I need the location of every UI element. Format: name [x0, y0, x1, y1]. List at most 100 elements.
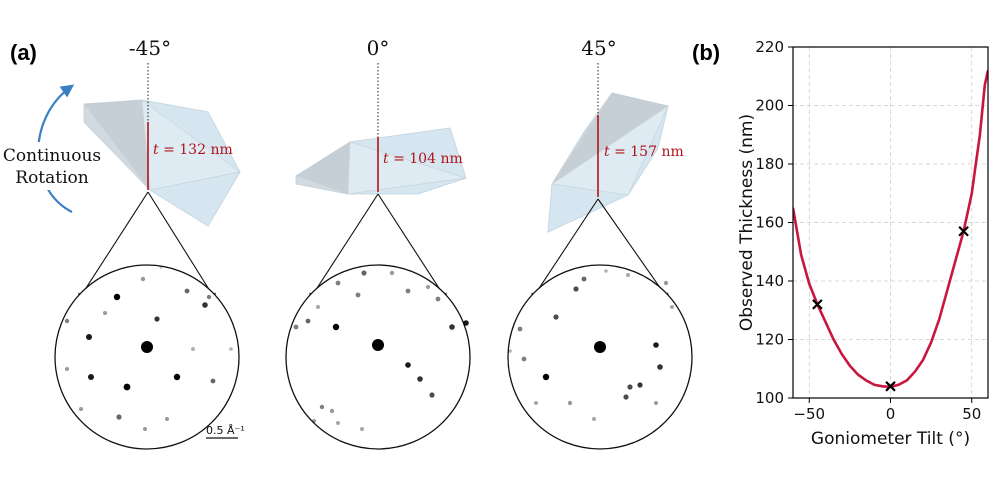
diffraction-spot — [573, 286, 579, 292]
crystal-view-3 — [507, 63, 693, 450]
diffraction-spot — [329, 408, 335, 414]
diffraction-pattern — [507, 264, 693, 450]
thickness-value: = 104 nm — [393, 151, 463, 167]
diffraction-spot — [319, 404, 325, 410]
diffraction-spot — [553, 314, 559, 320]
y-tick-label: 160 — [755, 214, 784, 232]
y-tick-label: 220 — [755, 38, 784, 56]
diffraction-spot — [372, 339, 384, 351]
diffraction-spot — [653, 342, 659, 348]
crystal-facet — [551, 105, 669, 196]
y-tick-label: 200 — [755, 97, 784, 115]
diffraction-pattern — [54, 264, 240, 450]
diffraction-spot — [663, 280, 669, 286]
panel-a-label: (a) — [10, 40, 37, 65]
diffraction-spot — [79, 407, 83, 411]
crystal-facet — [552, 93, 668, 184]
thickness-label-3: t = 157 nm — [604, 144, 684, 160]
zoom-arrow-left — [530, 198, 599, 301]
crystal-view-1 — [54, 63, 241, 450]
diffraction-spot — [116, 414, 122, 420]
diffraction-spot — [316, 305, 320, 309]
diffraction-spot — [103, 311, 107, 315]
measurement-marker — [958, 225, 969, 237]
diffraction-spot — [88, 374, 94, 380]
rotation-label: Continuous Rotation — [2, 145, 102, 189]
diffraction-spot — [405, 362, 411, 368]
x-tick-label: −50 — [793, 405, 825, 423]
diffraction-spot — [449, 324, 455, 330]
diffraction-spot — [210, 378, 216, 384]
rotation-label-line1: Continuous — [2, 146, 102, 166]
thickness-symbol: t — [153, 142, 159, 158]
diffraction-spot — [206, 294, 212, 300]
diffraction-spot — [184, 288, 190, 294]
diffraction-spot — [508, 349, 512, 353]
diffraction-spot — [534, 401, 538, 405]
crystal-facet — [552, 93, 612, 184]
diffraction-spot — [581, 276, 587, 282]
diffraction-spot — [592, 417, 596, 421]
diffraction-spot — [191, 347, 195, 351]
view-angle-label-3: 45° — [581, 36, 617, 60]
diffraction-spot — [594, 341, 606, 353]
diffraction-spot — [567, 400, 573, 406]
diffraction-spot — [405, 288, 411, 294]
thickness-value: = 157 nm — [614, 144, 684, 160]
thickness-value: = 132 nm — [163, 142, 233, 158]
y-tick-label: 120 — [755, 331, 784, 349]
crystal-view-2 — [285, 63, 471, 450]
crystal-facet — [84, 104, 150, 190]
thickness-label-1: t = 132 nm — [153, 142, 233, 158]
diffraction-spot — [159, 265, 163, 269]
diffraction-spot — [542, 373, 550, 381]
diffraction-spot — [335, 280, 341, 286]
y-tick-label: 140 — [755, 272, 784, 290]
crystal-facet — [141, 99, 241, 191]
diffraction-spot — [143, 427, 147, 431]
diffraction-spot — [389, 270, 395, 276]
diffraction-spot — [626, 273, 630, 277]
x-tick-label: 0 — [886, 405, 896, 423]
diffraction-spot — [670, 305, 674, 309]
diffraction-spot — [355, 292, 361, 298]
thickness-label-2: t = 104 nm — [383, 151, 463, 167]
diffraction-spot — [604, 269, 608, 273]
diffraction-spot — [657, 364, 663, 370]
thickness-symbol: t — [604, 144, 610, 160]
view-angle-label-2: 0° — [366, 36, 390, 60]
panel-b-label: (b) — [692, 40, 721, 65]
rotation-label-line2: Rotation — [15, 168, 89, 188]
zoom-arrow-right — [147, 191, 217, 302]
diffraction-spot — [293, 324, 299, 330]
diffraction-spot — [360, 427, 364, 431]
zoom-arrow-right — [377, 193, 448, 302]
diffraction-spot — [229, 347, 233, 351]
thickness-curve — [793, 70, 988, 389]
diffraction-spot — [140, 276, 146, 282]
crystal-facet — [296, 142, 350, 194]
diffraction-spot — [202, 302, 208, 308]
diffraction-pattern — [285, 264, 471, 450]
measurement-marker — [885, 381, 896, 392]
diffraction-spot — [463, 320, 469, 326]
diffraction-spot — [332, 323, 340, 331]
diffraction-spot — [521, 356, 527, 362]
y-axis-label: Observed Thickness (nm) — [737, 114, 757, 331]
crystal-facet — [296, 176, 348, 194]
x-tick-label: 50 — [962, 405, 981, 423]
diffraction-spot — [113, 293, 121, 301]
zoom-arrow-right — [597, 198, 670, 301]
diffraction-spot — [173, 373, 181, 381]
zoom-arrow-left — [77, 191, 149, 302]
measurement-marker — [812, 299, 823, 310]
diffraction-spot — [361, 270, 367, 276]
diffraction-spot — [86, 334, 92, 340]
diffraction-spot — [623, 394, 629, 400]
diffraction-spot — [65, 367, 69, 371]
diffraction-spot — [305, 318, 311, 324]
zoom-arrow-left — [308, 193, 379, 302]
scale-bar-label: 0.5 Å⁻¹ — [206, 424, 245, 437]
